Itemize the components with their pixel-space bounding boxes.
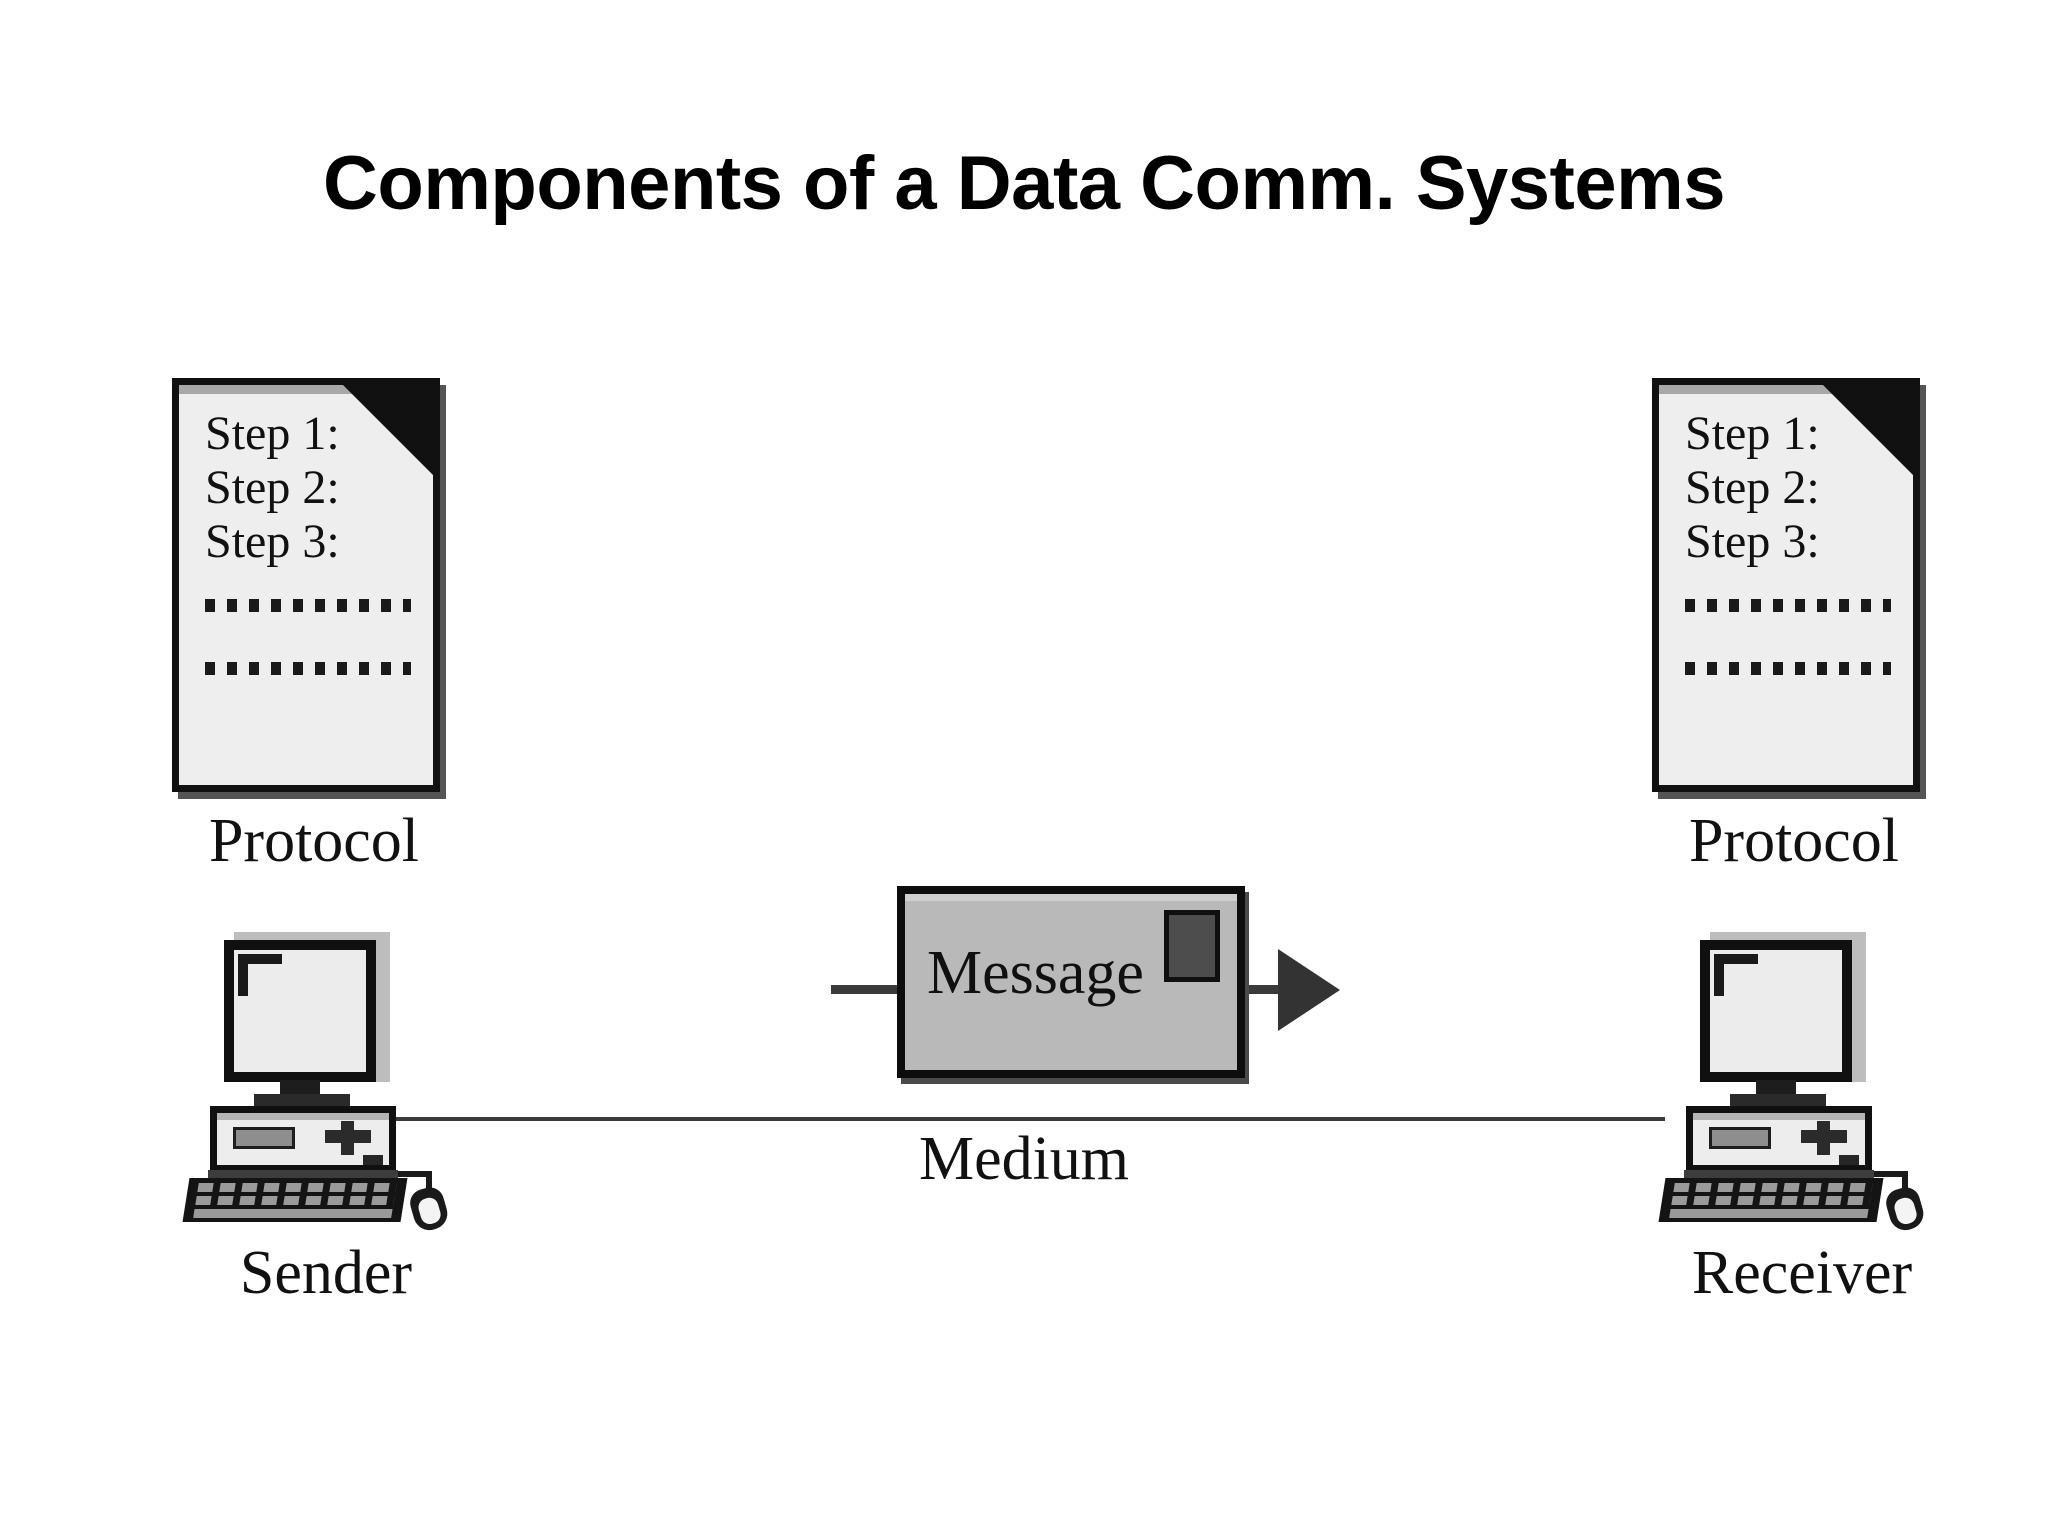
- keyboard-spacebar: [193, 1209, 393, 1218]
- protocol-caption-sender: Protocol: [208, 807, 420, 875]
- message-arrow-shaft: [1242, 985, 1290, 994]
- page-title: Components of a Data Comm. Systems: [323, 141, 1725, 226]
- envelope-top-band: [905, 894, 1237, 901]
- case-top-band: [217, 1113, 389, 1120]
- protocol-step-1: Step 1:: [1685, 407, 1820, 460]
- protocol-dotted-row: [205, 599, 411, 612]
- page-top-band: [1659, 385, 1913, 394]
- computer-receiver: Receiver: [1652, 930, 1952, 1307]
- message-arrow-tail: [831, 985, 903, 994]
- page-top-band: [179, 385, 433, 394]
- message-label: Message: [927, 939, 1144, 1007]
- protocol-step-3: Step 3:: [1685, 515, 1820, 568]
- monitor-base: [1730, 1094, 1826, 1108]
- stamp-icon: [1164, 910, 1220, 982]
- protocol-caption-receiver: Protocol: [1688, 807, 1900, 875]
- keyboard-spacebar: [1669, 1209, 1869, 1218]
- screen-glare: [1714, 954, 1724, 996]
- protocol-step-2: Step 2:: [205, 461, 340, 514]
- power-button-icon: [1817, 1121, 1830, 1155]
- desktop-computer-icon: [176, 930, 476, 1240]
- computer-caption-receiver: Receiver: [1691, 1239, 1913, 1307]
- keyboard-icon: [182, 1178, 408, 1222]
- keyboard-key-row: [195, 1196, 395, 1205]
- protocol-document-receiver: Step 1: Step 2: Step 3: Protocol: [1652, 378, 1942, 875]
- protocol-page: Step 1: Step 2: Step 3:: [172, 378, 440, 792]
- screen-glare: [1714, 954, 1758, 964]
- led-indicator-icon: [363, 1155, 383, 1165]
- computer-sender: Sender: [176, 930, 476, 1307]
- keyboard-icon: [1658, 1178, 1884, 1222]
- floppy-drive-icon: [233, 1127, 295, 1149]
- computer-case-icon: [1686, 1106, 1872, 1172]
- mouse-cord: [1874, 1171, 1908, 1193]
- computer-case-icon: [210, 1106, 396, 1172]
- monitor-icon: [224, 940, 376, 1082]
- monitor-neck: [280, 1080, 320, 1098]
- protocol-step-list: Step 1: Step 2: Step 3:: [205, 407, 419, 675]
- case-top-band: [1693, 1113, 1865, 1120]
- protocol-document-sender: Step 1: Step 2: Step 3: Protocol: [172, 378, 462, 875]
- keyboard-shelf: [1684, 1170, 1874, 1180]
- page-fold-corner-icon: [342, 384, 434, 476]
- protocol-step-2: Step 2:: [1685, 461, 1820, 514]
- protocol-step-1: Step 1:: [205, 407, 340, 460]
- page-fold-corner-icon: [1822, 384, 1914, 476]
- protocol-step-3: Step 3:: [205, 515, 340, 568]
- protocol-dotted-row: [205, 662, 411, 675]
- protocol-dotted-row: [1685, 662, 1891, 675]
- desktop-computer-icon: [1652, 930, 1952, 1240]
- monitor-neck: [1756, 1080, 1796, 1098]
- keyboard-key-row: [1671, 1196, 1871, 1205]
- message-envelope: Message: [897, 886, 1245, 1078]
- medium-label: Medium: [918, 1125, 1130, 1193]
- monitor-icon: [1700, 940, 1852, 1082]
- protocol-step-list: Step 1: Step 2: Step 3:: [1685, 407, 1899, 675]
- keyboard-shelf: [208, 1170, 398, 1180]
- keyboard-key-row: [197, 1183, 397, 1192]
- led-indicator-icon: [1839, 1155, 1859, 1165]
- screen-glare: [238, 954, 282, 964]
- computer-caption-sender: Sender: [239, 1239, 413, 1307]
- message-arrowhead-icon: [1278, 949, 1340, 1031]
- monitor-base: [254, 1094, 350, 1108]
- keyboard-key-row: [1673, 1183, 1873, 1192]
- floppy-drive-icon: [1709, 1127, 1771, 1149]
- mouse-cord: [398, 1171, 432, 1193]
- protocol-dotted-row: [1685, 599, 1891, 612]
- screen-glare: [238, 954, 248, 996]
- power-button-icon: [341, 1121, 354, 1155]
- medium-cable-line: [393, 1117, 1665, 1121]
- protocol-page: Step 1: Step 2: Step 3:: [1652, 378, 1920, 792]
